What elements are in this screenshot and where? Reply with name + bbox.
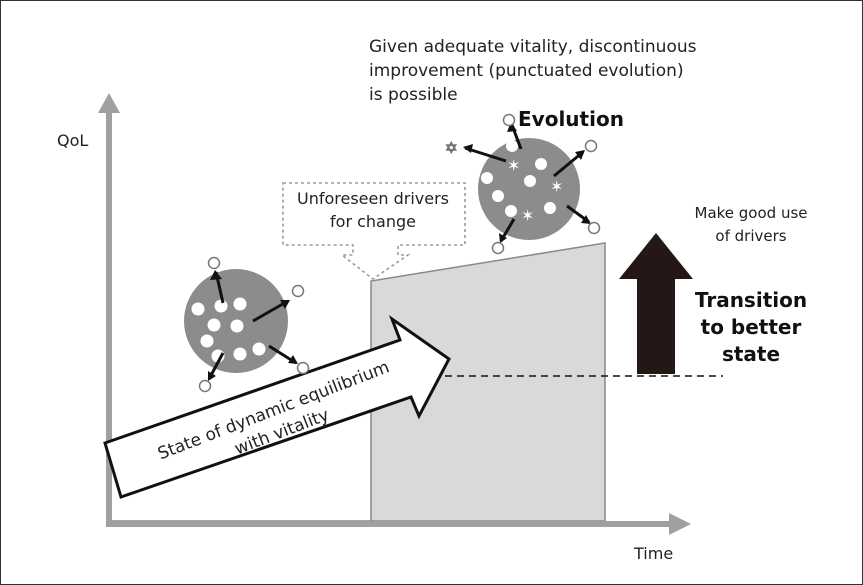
headline-line-1: Given adequate vitality, discontinuous (369, 37, 697, 57)
outline-star-icon: ✡ (445, 139, 458, 157)
good-use-line-2: of drivers (715, 227, 787, 245)
transition-arrow-icon (619, 233, 693, 374)
good-use-line-1: Make good use (694, 204, 808, 222)
transition-line-1: Transition (694, 288, 808, 312)
star-icon: ✶ (507, 156, 520, 175)
y-axis-label: QoL (57, 131, 89, 150)
star-icon: ✶ (550, 177, 563, 196)
star-icon: ✶ (521, 206, 534, 225)
good-use-label: Make good use of drivers (661, 202, 841, 248)
headline-line-3: is possible (369, 85, 458, 105)
evolution-label: Evolution (518, 107, 624, 131)
x-axis-label: Time (634, 544, 674, 563)
transition-label: Transition to better state (671, 287, 831, 368)
unforeseen-drivers-label: Unforeseen drivers for change (284, 187, 462, 233)
unforeseen-line-1: Unforeseen drivers (297, 189, 449, 208)
transition-line-3: state (721, 342, 781, 366)
equilibrium-arrow (103, 314, 451, 499)
headline-line-2: improvement (punctuated evolution) (369, 61, 684, 81)
evolution-sphere: ✶ ✶ ✶ ✡ (445, 113, 601, 255)
unforeseen-drivers-callout (282, 182, 466, 280)
equilibrium-sphere (184, 256, 310, 393)
y-axis-arrowhead (98, 93, 120, 113)
x-axis-arrowhead (669, 513, 691, 535)
transition-line-2: to better (700, 315, 802, 339)
unforeseen-line-2: for change (330, 212, 416, 231)
headline-text: Given adequate vitality, discontinuous i… (369, 35, 789, 107)
